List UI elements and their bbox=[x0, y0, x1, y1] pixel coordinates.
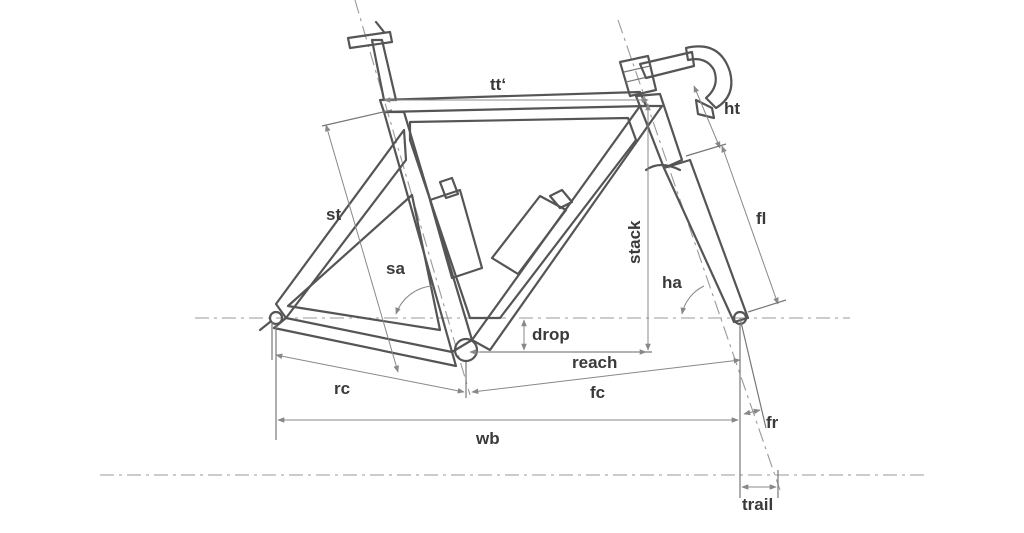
label-sa: sa bbox=[386, 259, 405, 278]
dimension-lines bbox=[271, 85, 787, 498]
label-ha: ha bbox=[662, 273, 682, 292]
spacer-line bbox=[623, 65, 651, 73]
stem bbox=[638, 50, 696, 80]
rear-dropout bbox=[258, 320, 272, 332]
ht-dimension bbox=[693, 85, 721, 149]
headset-spacers bbox=[618, 54, 658, 98]
label-fr: fr bbox=[766, 413, 779, 432]
fc-dimension bbox=[471, 357, 741, 395]
bike-frame bbox=[258, 20, 750, 368]
fork bbox=[662, 158, 750, 324]
label-wb: wb bbox=[475, 429, 500, 448]
label-reach: reach bbox=[572, 353, 617, 372]
seatpost bbox=[370, 38, 398, 102]
frame-window bbox=[408, 116, 638, 320]
label-drop: drop bbox=[532, 325, 570, 344]
labels: tt‘ ht st fl stack sa ha drop reach rc f… bbox=[326, 75, 779, 514]
bottle-1 bbox=[428, 188, 484, 280]
bottle-2-cap bbox=[548, 188, 574, 210]
label-fc: fc bbox=[590, 383, 605, 402]
label-tt: tt‘ bbox=[490, 75, 506, 94]
label-rc: rc bbox=[334, 379, 350, 398]
head-tube bbox=[634, 92, 684, 170]
bottom-bracket bbox=[453, 337, 479, 363]
label-fl: fl bbox=[756, 209, 766, 228]
seat-bolt bbox=[374, 20, 386, 34]
bottle-1-cap bbox=[438, 176, 460, 200]
saddle-clamp bbox=[346, 30, 394, 50]
centerlines bbox=[100, 0, 925, 491]
fork-offset-line bbox=[739, 317, 767, 429]
rc-dimension bbox=[275, 353, 465, 394]
label-stack: stack bbox=[625, 220, 644, 264]
seat-tube bbox=[382, 110, 474, 354]
label-trail: trail bbox=[742, 495, 773, 514]
fl-extension-top bbox=[685, 143, 727, 157]
bottle-2 bbox=[490, 194, 568, 276]
st-dimension bbox=[325, 124, 399, 373]
fl-extension-bottom bbox=[747, 299, 787, 313]
seat-stay bbox=[274, 128, 408, 320]
top-tube bbox=[378, 90, 648, 114]
label-ht: ht bbox=[724, 99, 740, 118]
chain-stay bbox=[272, 316, 458, 368]
ha-arc bbox=[680, 285, 705, 315]
fr-dimension bbox=[743, 408, 761, 416]
fl-dimension bbox=[721, 145, 779, 305]
st-extension bbox=[321, 109, 393, 127]
label-st: st bbox=[326, 205, 341, 224]
sa-arc bbox=[395, 285, 433, 315]
